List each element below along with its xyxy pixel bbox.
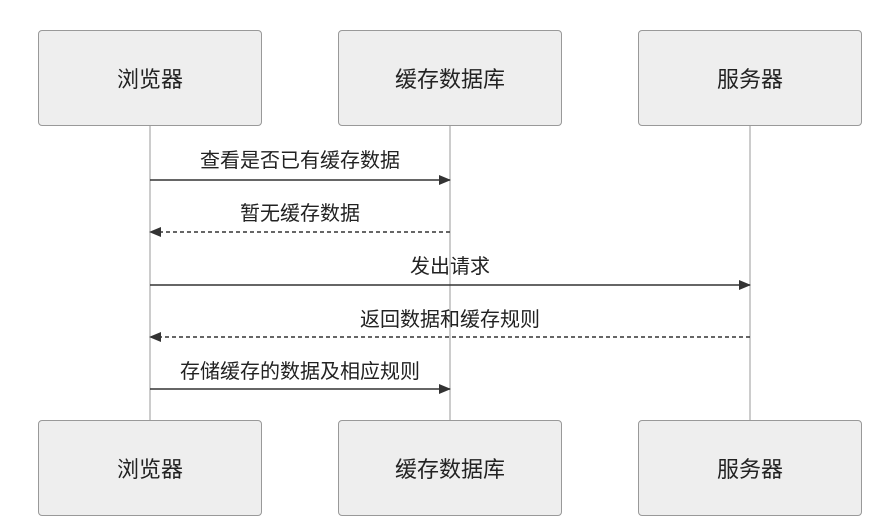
participant-label: 缓存数据库: [394, 68, 505, 93]
message-label: 发出请求: [410, 254, 490, 278]
message-label: 返回数据和缓存规则: [360, 307, 540, 331]
participant-server-bottom: 服务器: [638, 420, 862, 516]
message-label: 存储缓存的数据及相应规则: [180, 359, 420, 383]
participant-browser-bottom: 浏览器: [38, 420, 262, 516]
message-label: 查看是否已有缓存数据: [200, 148, 400, 172]
participant-label: 缓存数据库: [394, 458, 505, 483]
message-label: 暂无缓存数据: [240, 201, 360, 225]
participant-label: 服务器: [716, 458, 783, 483]
participant-label: 服务器: [716, 68, 783, 93]
participant-label: 浏览器: [116, 68, 183, 93]
participant-cache-bottom: 缓存数据库: [338, 420, 562, 516]
participant-cache-top: 缓存数据库: [338, 30, 562, 126]
participant-server-top: 服务器: [638, 30, 862, 126]
participant-label: 浏览器: [116, 458, 183, 483]
participant-browser-top: 浏览器: [38, 30, 262, 126]
